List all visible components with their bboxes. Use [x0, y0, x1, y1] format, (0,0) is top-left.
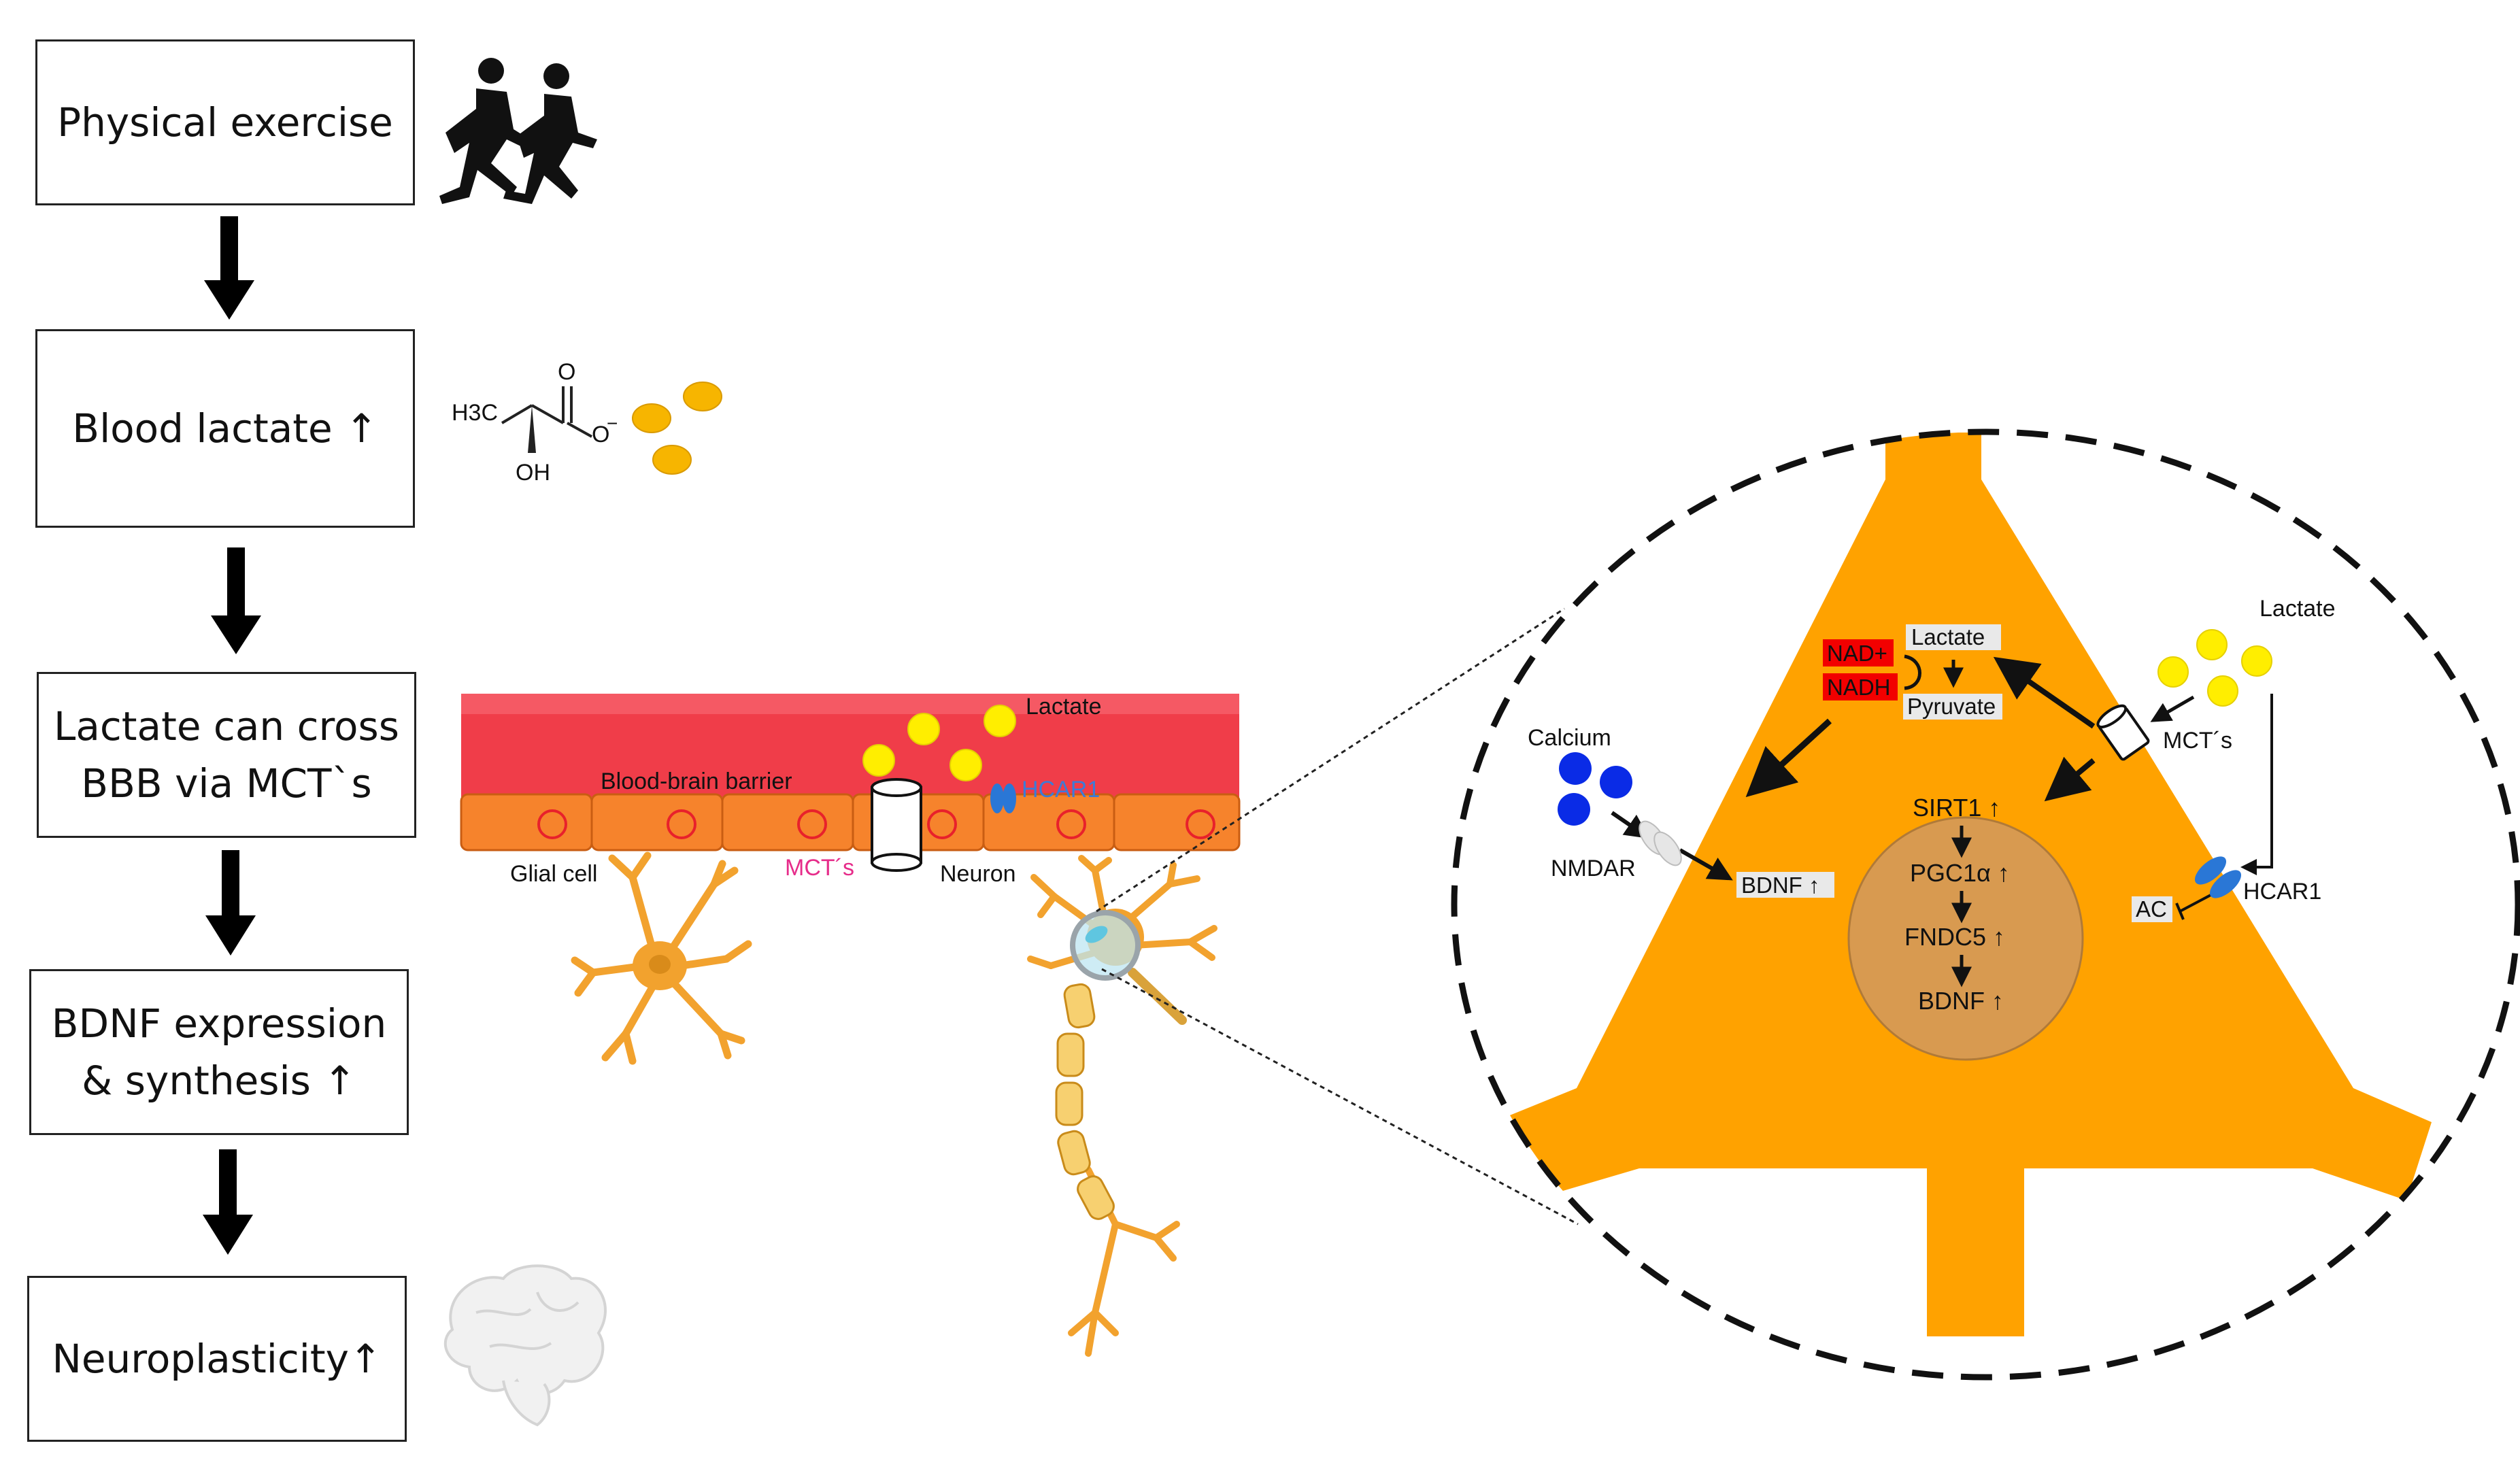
zoom-mcts-label: MCT´s — [2163, 728, 2232, 754]
lactate-molecule — [501, 386, 592, 453]
bbb-label: Blood-brain barrier — [601, 769, 792, 794]
molecule-methyl-label: H3C — [452, 400, 498, 426]
cascade-pgc1a-label: PGC1α ↑ — [1910, 859, 2010, 887]
nmdar-receptor-icon — [1639, 820, 1682, 866]
lactate-inner-badge — [1906, 624, 2001, 650]
flow-arrow-1 — [204, 216, 254, 320]
flow-box-blood-lactate: Blood lactate ↑ — [35, 329, 415, 528]
mct-transporter-icon — [871, 778, 922, 872]
calcium-particles — [1558, 752, 1632, 826]
flow-arrow-3 — [205, 850, 256, 956]
vessel-lactate-label: Lactate — [1026, 694, 1102, 720]
flow-box-bdnf-expression: BDNF expression & synthesis ↑ — [29, 969, 409, 1135]
flow-label-bdnf-expression: BDNF expression & synthesis ↑ — [51, 1000, 387, 1104]
flow-label-blood-lactate: Blood lactate ↑ — [72, 405, 378, 452]
cascade-sirt1-label: SIRT1 ↑ — [1913, 794, 2000, 822]
nad-label: NAD+ — [1827, 641, 1887, 666]
blood-vessel — [461, 694, 1239, 797]
lactate-particles-gold — [632, 382, 722, 475]
flow-arrows — [203, 216, 261, 1255]
zoom-projection-lines — [1096, 607, 1579, 1226]
flow-label-physical-exercise: Physical exercise — [57, 99, 393, 146]
molecule-oxygen-label: O — [592, 422, 609, 448]
flow-box-neuroplasticity: Neuroplasticity↑ — [27, 1276, 407, 1442]
nad-redox-arc — [1904, 654, 1921, 690]
calcium-label: Calcium — [1528, 725, 1611, 751]
flow-box-physical-exercise: Physical exercise — [35, 39, 415, 205]
bdnf-membrane-badge — [1736, 872, 1834, 898]
pyruvate-badge — [1903, 694, 2002, 720]
glial-cell-label: Glial cell — [510, 861, 597, 887]
molecule-carbonyl-label: O — [558, 359, 575, 385]
nad-badge — [1823, 639, 1894, 666]
glial-cell-icon — [571, 851, 752, 1065]
lactate-particles-zoom — [2157, 629, 2272, 707]
bdnf-membrane-label: BDNF ↑ — [1741, 873, 1820, 898]
nadh-label: NADH — [1827, 675, 1891, 700]
magnifier-icon — [1070, 910, 1187, 1025]
endothelial-nuclei — [537, 809, 1215, 839]
molecule-charge-label: − — [607, 413, 618, 434]
lactate-inner-label: Lactate — [1911, 624, 1985, 649]
flow-arrow-2 — [211, 547, 261, 654]
flow-arrow-4 — [203, 1149, 253, 1255]
neuron-label: Neuron — [940, 861, 1016, 887]
ac-badge — [2132, 896, 2172, 922]
cascade-fndc5-label: FNDC5 ↑ — [1904, 923, 2005, 951]
brain-icon — [443, 1264, 607, 1427]
pyruvate-label: Pyruvate — [1907, 694, 1996, 719]
ac-label: AC — [2136, 896, 2167, 922]
flow-label-neuroplasticity: Neuroplasticity↑ — [52, 1335, 382, 1382]
glial-cell-nucleus — [649, 955, 671, 974]
zoom-arrows — [1611, 656, 2273, 920]
cascade-bdnf-label: BDNF ↑ — [1918, 987, 2004, 1015]
molecule-hydroxyl-label: OH — [516, 460, 550, 486]
flow-label-lactate-cross-bbb: Lactate can cross BBB via MCT`s — [54, 703, 399, 807]
flow-box-lactate-cross-bbb: Lactate can cross BBB via MCT`s — [37, 672, 416, 838]
nucleus — [1847, 816, 2084, 1061]
zoom-mct-transporter-icon — [2096, 704, 2150, 761]
lactate-outer-label: Lactate — [2259, 596, 2336, 622]
hcar1-receptor-icon — [990, 783, 1016, 813]
nadh-badge — [1823, 673, 1898, 700]
barrier-hcar1-label: HCAR1 — [1022, 777, 1100, 803]
nmdar-label: NMDAR — [1551, 856, 1636, 881]
endothelial-cells — [460, 793, 1241, 851]
zoom-hcar1-receptor-icon — [2194, 856, 2242, 898]
barrier-mcts-label: MCT´s — [785, 855, 854, 881]
zoom-hcar1-label: HCAR1 — [2243, 879, 2321, 905]
zoom-circle — [1451, 428, 2520, 1381]
runners-icon — [439, 58, 597, 204]
lactate-particles-vessel — [862, 705, 1016, 781]
